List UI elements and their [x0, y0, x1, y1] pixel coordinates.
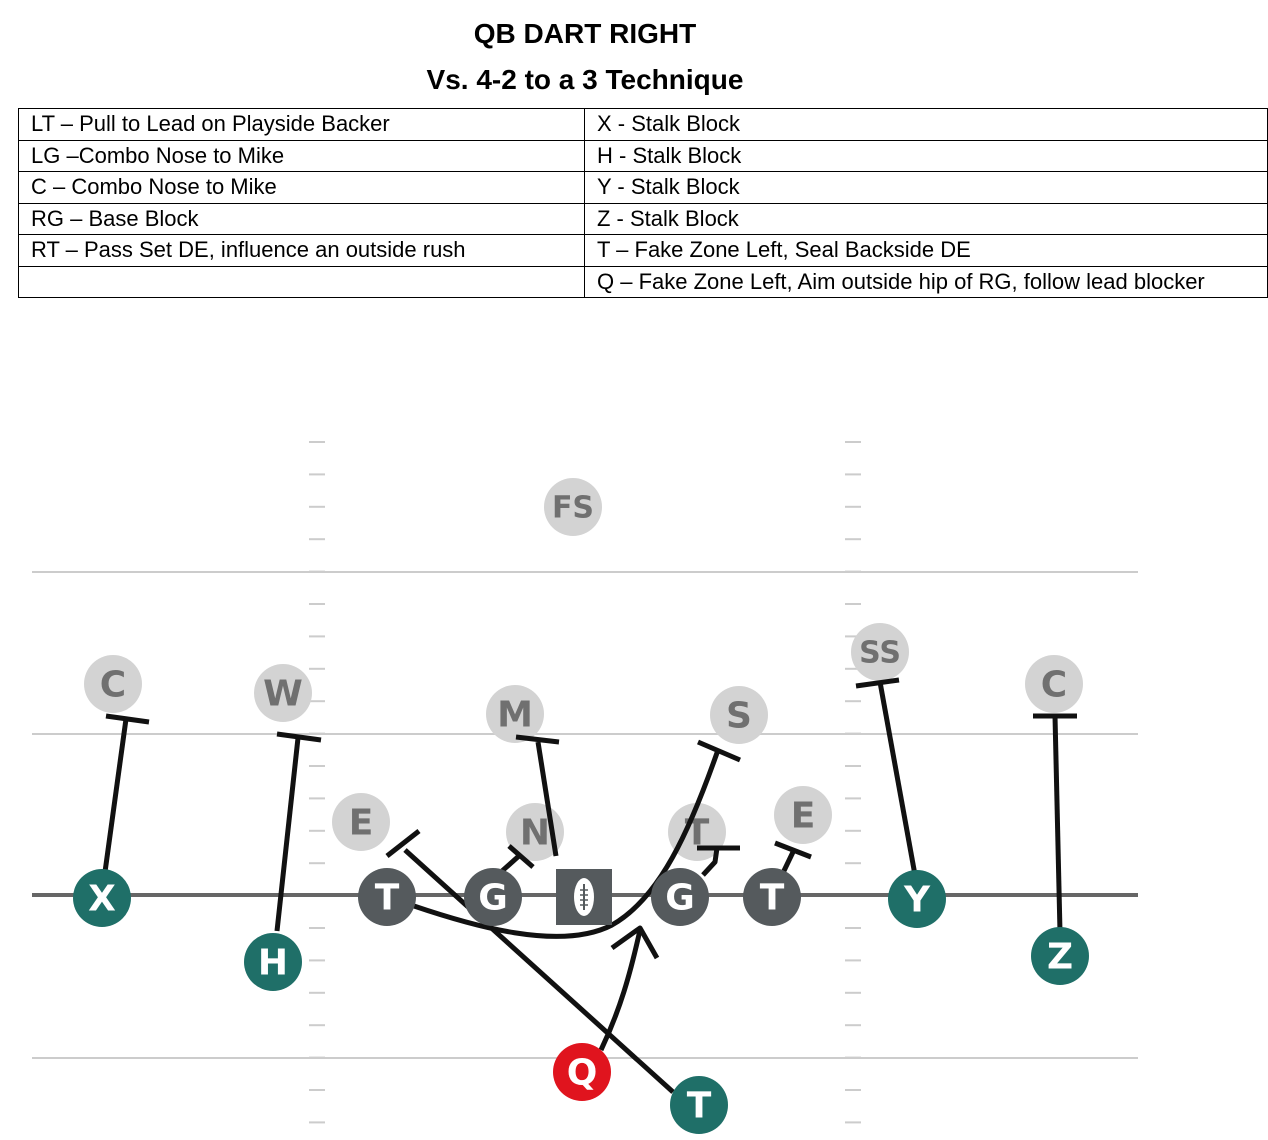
- route-arrowhead: [610, 925, 660, 960]
- defender-w: W: [254, 664, 312, 722]
- assignment-cell: Y - Stalk Block: [584, 171, 1268, 204]
- y-stalk-route: [877, 681, 918, 876]
- defender-t: T: [668, 803, 726, 861]
- player-label: Z: [1047, 937, 1073, 978]
- defender-label: FS: [552, 491, 594, 526]
- block-tee: [697, 739, 741, 763]
- defender-e-left: E: [332, 793, 390, 851]
- assignment-cell: [18, 265, 585, 298]
- player-y: Y: [888, 870, 946, 928]
- defender-n: N: [506, 803, 564, 861]
- player-lg: G: [464, 868, 522, 926]
- yard-lines: [32, 571, 1138, 1059]
- defender-ss: SS: [851, 623, 909, 681]
- assignment-cell: Z - Stalk Block: [584, 202, 1268, 235]
- play-diagram: FS C W M S SS C E N T E X: [32, 441, 1138, 1134]
- block-tee: [105, 713, 150, 725]
- player-label: G: [665, 878, 695, 919]
- player-label: H: [258, 943, 288, 984]
- defender-fs: FS: [544, 478, 602, 536]
- defender-label: N: [520, 813, 550, 854]
- assignment-cell: LG –Combo Nose to Mike: [18, 139, 585, 172]
- assignment-cell: RT – Pass Set DE, influence an outside r…: [18, 234, 585, 267]
- block-tee: [276, 731, 322, 743]
- defender-m: M: [486, 685, 544, 743]
- defender-c-right: C: [1025, 655, 1083, 713]
- block-tee: [774, 840, 812, 860]
- defender-label: W: [263, 674, 303, 715]
- defender-e-right: E: [774, 786, 832, 844]
- defender-label: SS: [859, 636, 901, 671]
- player-label: Y: [903, 880, 931, 921]
- player-label: X: [88, 879, 116, 920]
- player-t-back: T: [670, 1076, 728, 1134]
- player-q: Q: [553, 1043, 611, 1101]
- football-icon: [574, 878, 594, 916]
- table-row: RT – Pass Set DE, influence an outside r…: [18, 234, 1268, 267]
- play-subtitle: Vs. 4-2 to a 3 Technique: [426, 64, 744, 95]
- assignment-cell: C – Combo Nose to Mike: [18, 171, 585, 204]
- assignment-table: LT – Pull to Lead on Playside Backer X -…: [18, 108, 1268, 298]
- table-row: LG –Combo Nose to Mike H - Stalk Block: [18, 139, 1268, 172]
- q-dart-path: [598, 929, 643, 1052]
- player-label: G: [478, 878, 508, 919]
- block-tee: [515, 734, 560, 745]
- offense: X H T G G T Y Z Q T: [73, 868, 1089, 1134]
- table-row: LT – Pull to Lead on Playside Backer X -…: [18, 108, 1268, 141]
- defense: FS C W M S SS C E N T E: [84, 478, 1083, 861]
- defender-c-left: C: [84, 655, 142, 713]
- hash-marks: [309, 441, 861, 1124]
- center-combo-route: [535, 741, 559, 857]
- table-row: RG – Base Block Z - Stalk Block: [18, 202, 1268, 235]
- defender-label: E: [349, 803, 374, 844]
- defender-label: S: [726, 696, 752, 737]
- player-label: T: [760, 878, 785, 919]
- player-x: X: [73, 869, 131, 927]
- z-stalk-route: [1052, 715, 1063, 933]
- table-row: C – Combo Nose to Mike Y - Stalk Block: [18, 171, 1268, 204]
- defender-s: S: [710, 686, 768, 744]
- player-label: T: [375, 878, 400, 919]
- player-z: Z: [1031, 927, 1089, 985]
- defender-label: E: [791, 796, 816, 837]
- x-stalk-route: [102, 718, 129, 873]
- player-label: Q: [567, 1053, 598, 1094]
- assignment-cell: T – Fake Zone Left, Seal Backside DE: [584, 234, 1268, 267]
- block-tee: [855, 677, 900, 689]
- defender-label: M: [497, 695, 533, 736]
- block-tee: [385, 829, 421, 858]
- player-center: [556, 869, 612, 925]
- player-rg: G: [651, 868, 709, 926]
- defender-label: C: [1041, 665, 1067, 706]
- assignment-cell: H - Stalk Block: [584, 139, 1268, 172]
- assignment-cell: Q – Fake Zone Left, Aim outside hip of R…: [584, 265, 1268, 298]
- assignment-cell: LT – Pull to Lead on Playside Backer: [18, 108, 585, 141]
- t-back-seal-route: [403, 848, 675, 1094]
- player-h: H: [244, 933, 302, 991]
- block-tee: [507, 844, 535, 869]
- h-stalk-route: [274, 737, 301, 932]
- player-lt: T: [358, 868, 416, 926]
- rg-base-route: [701, 847, 720, 877]
- table-row: Q – Fake Zone Left, Aim outside hip of R…: [18, 265, 1268, 298]
- defender-label: C: [100, 665, 126, 706]
- player-label: T: [687, 1086, 712, 1127]
- assignment-cell: X - Stalk Block: [584, 108, 1268, 141]
- assignment-cell: RG – Base Block: [18, 202, 585, 235]
- play-title: QB DART RIGHT: [473, 18, 697, 49]
- player-rt: T: [743, 868, 801, 926]
